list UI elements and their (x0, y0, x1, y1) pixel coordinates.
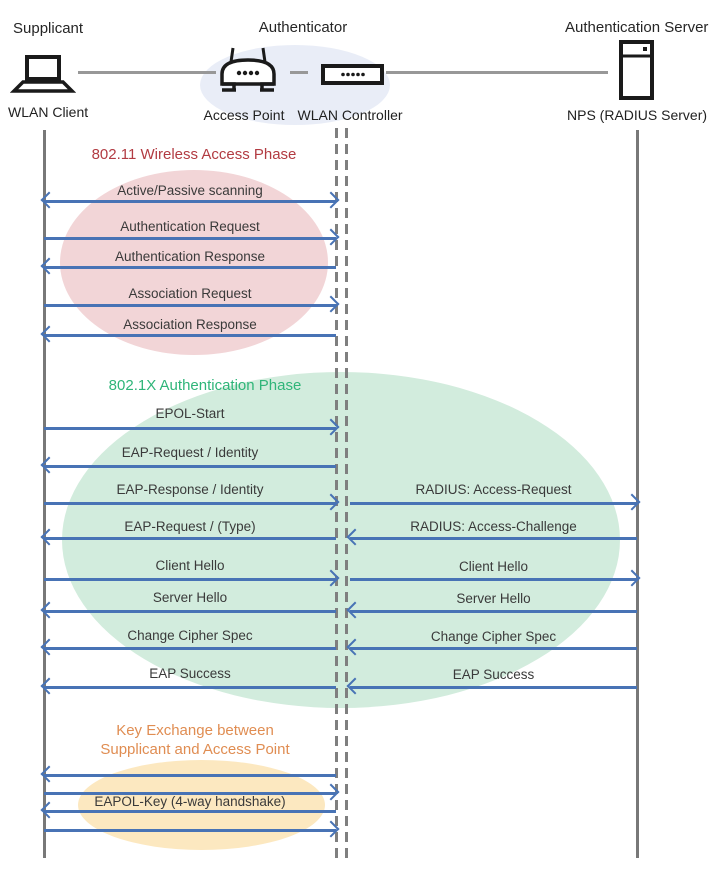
label-authentication-response: Authentication Response (114, 249, 266, 264)
arrow-association-request (44, 304, 336, 307)
arrow-active-passive-scanning (44, 200, 336, 203)
connector-wlc-to-server (386, 71, 608, 74)
phase-title-80211: 802.11 Wireless Access Phase (91, 146, 297, 163)
label-client-hello-left: Client Hello (155, 558, 225, 573)
label-eap-response-identity: EAP-Response / Identity (116, 482, 264, 497)
label-association-response: Association Response (123, 317, 257, 332)
arrow-eapol-key-1 (44, 774, 336, 777)
label-eap-request-type: EAP-Request / (Type) (124, 519, 256, 534)
connector-ap-to-wlc (290, 71, 308, 74)
label-change-cipher-spec-right: Change Cipher Spec (430, 629, 557, 644)
label-epol-start: EPOL-Start (155, 406, 225, 421)
label-association-request: Association Request (128, 286, 252, 301)
arrow-server-hello-left (44, 610, 336, 613)
device-access-point: Access Point (203, 107, 285, 123)
arrow-eapol-key-2 (44, 792, 336, 795)
arrow-change-cipher-spec-left (44, 647, 336, 650)
arrow-radius-access-request (350, 502, 637, 505)
connector-client-to-ap (78, 71, 216, 74)
laptop-icon (9, 55, 77, 100)
arrow-eap-success-right (350, 686, 637, 689)
arrow-eap-success-left (44, 686, 336, 689)
access-point-icon (216, 46, 280, 103)
arrow-radius-access-challenge (350, 537, 637, 540)
role-authenticator: Authenticator (258, 19, 348, 36)
arrow-eapol-key-4 (44, 829, 336, 832)
arrow-eap-response-identity (44, 502, 336, 505)
label-eap-success-left: EAP Success (149, 666, 231, 681)
label-client-hello-right: Client Hello (458, 559, 529, 574)
arrow-authentication-request (44, 237, 336, 240)
arrow-eap-request-identity (44, 465, 336, 468)
lifeline-wlan-client (43, 130, 46, 858)
label-authentication-request: Authentication Request (120, 219, 260, 234)
role-authentication-server: Authentication Server (565, 19, 709, 36)
server-icon (619, 40, 655, 106)
arrow-change-cipher-spec-right (350, 647, 637, 650)
device-wlan-client: WLAN Client (8, 104, 89, 120)
label-active-passive-scanning: Active/Passive scanning (117, 183, 263, 198)
label-eap-success-right: EAP Success (452, 667, 535, 682)
label-eap-request-identity: EAP-Request / Identity (121, 445, 259, 460)
arrow-association-response (44, 334, 336, 337)
label-radius-access-request: RADIUS: Access-Request (415, 482, 572, 497)
arrow-authentication-response (44, 266, 336, 269)
phase-8021x-ellipse (62, 372, 620, 708)
label-radius-access-challenge: RADIUS: Access-Challenge (410, 519, 577, 534)
role-supplicant: Supplicant (13, 20, 84, 37)
lifeline-wlan-controller-right (345, 128, 348, 862)
lifeline-wlan-controller-left (335, 128, 338, 862)
label-server-hello-right: Server Hello (456, 591, 531, 606)
phase-title-key-exchange-line2: Supplicant and Access Point (100, 741, 290, 758)
arrow-client-hello-left (44, 578, 336, 581)
wlan-controller-icon (321, 64, 384, 90)
arrow-eap-request-type (44, 537, 336, 540)
label-eapol-key: EAPOL-Key (4-way handshake) (94, 794, 286, 809)
arrow-server-hello-right (350, 610, 637, 613)
lifeline-nps-server (636, 130, 639, 858)
arrow-epol-start (44, 427, 336, 430)
arrow-client-hello-right (350, 578, 637, 581)
device-wlan-controller: WLAN Controller (297, 107, 403, 123)
phase-title-8021x: 802.1X Authentication Phase (108, 377, 302, 394)
arrow-eapol-key-3 (44, 810, 336, 813)
label-server-hello-left: Server Hello (152, 590, 228, 605)
label-change-cipher-spec-left: Change Cipher Spec (127, 628, 253, 643)
phase-title-key-exchange-line1: Key Exchange between (116, 722, 274, 739)
device-nps-radius-server: NPS (RADIUS Server) (567, 107, 708, 123)
